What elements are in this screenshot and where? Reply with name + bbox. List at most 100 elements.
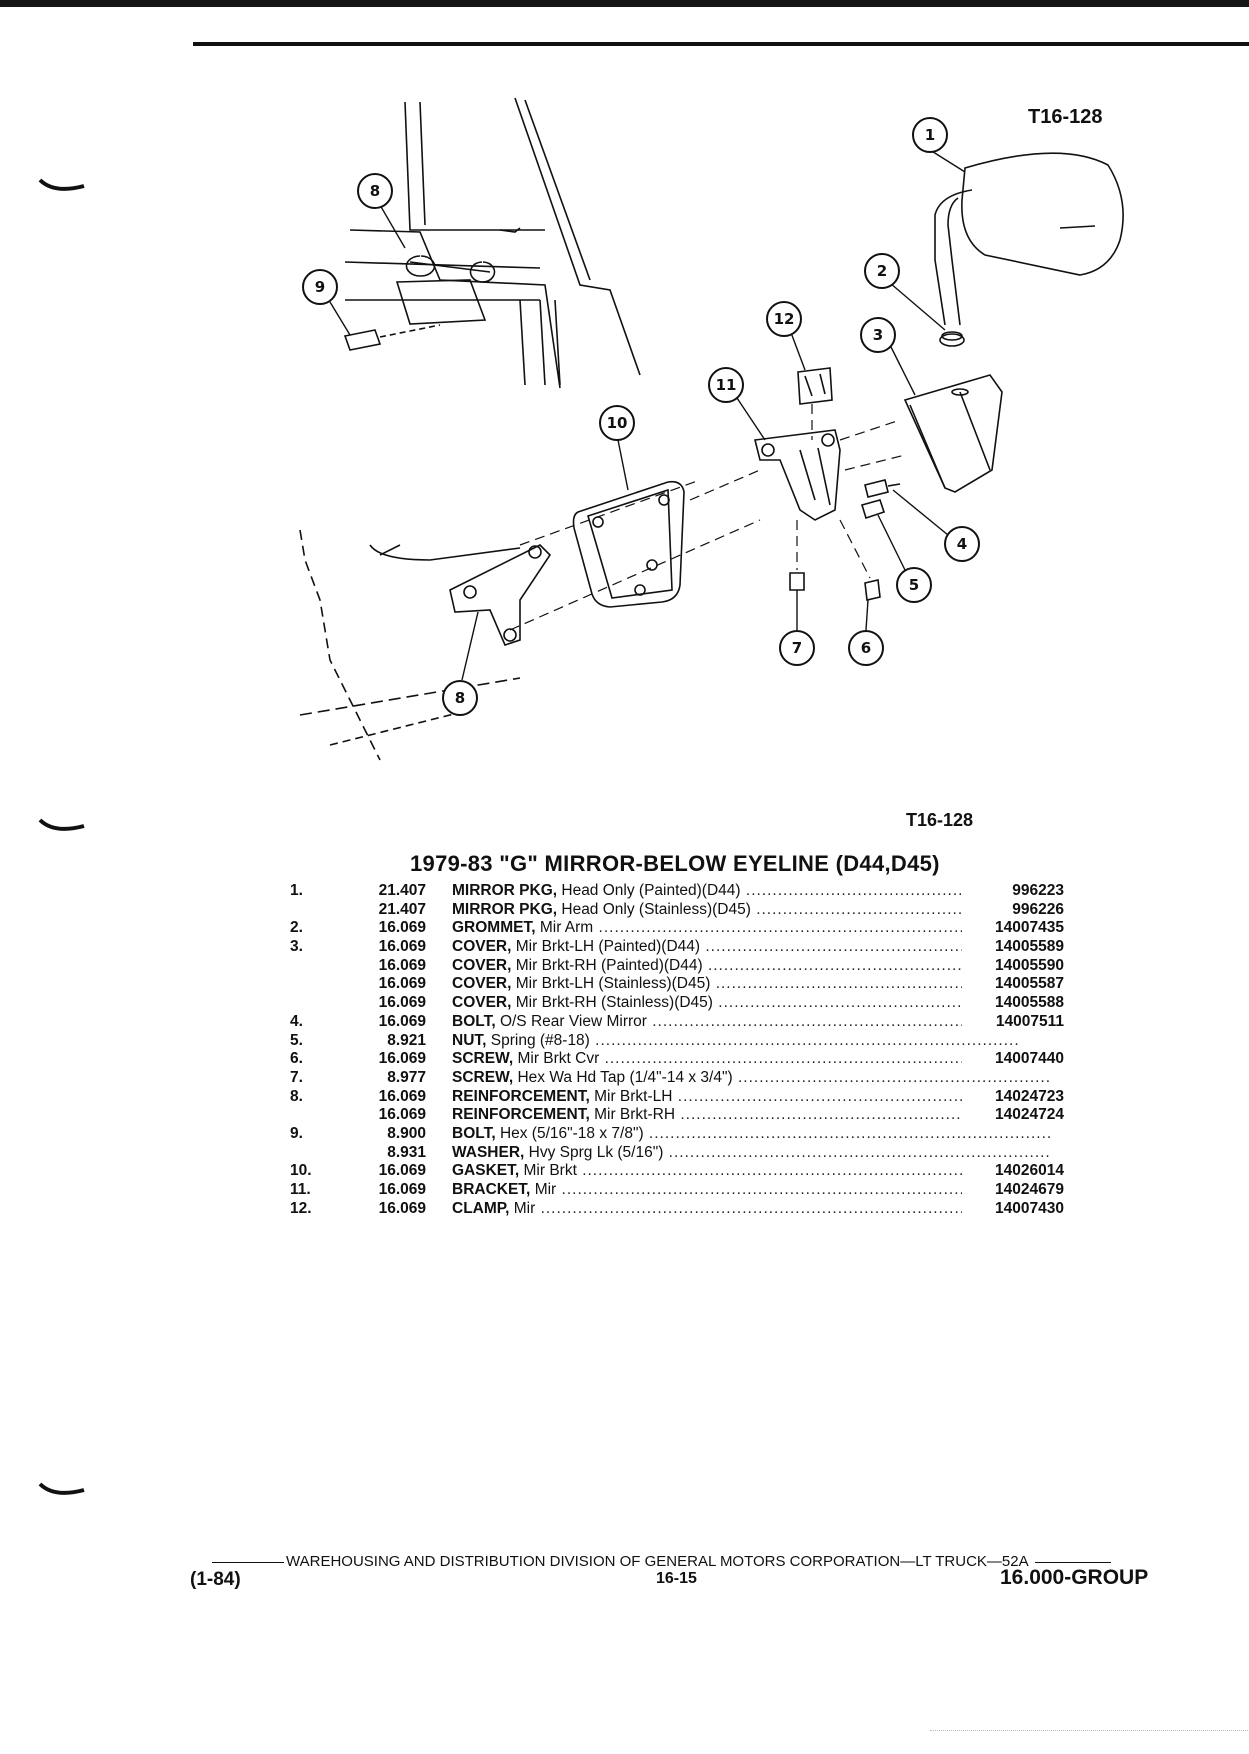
- part-group-number: 16.069: [378, 1162, 426, 1180]
- callout-11: 11: [708, 367, 744, 403]
- figure-code: T16-128: [1028, 106, 1103, 128]
- callout-8-top: 8: [357, 173, 393, 209]
- dot-leader: ........................................…: [599, 1050, 1030, 1068]
- part-number: 14007430: [962, 1199, 1064, 1218]
- revision-date: (1-84): [190, 1569, 241, 1590]
- part-name: COVER,: [452, 956, 512, 974]
- callout-1: 1: [912, 117, 948, 153]
- part-number: 14007435: [962, 919, 1064, 938]
- part-detail: Mir Brkt-RH (Painted)(D44): [515, 956, 703, 974]
- part-name: MIRROR PKG,: [452, 900, 558, 918]
- dot-leader: ........................................…: [589, 1031, 1020, 1049]
- svg-text:5: 5: [909, 576, 919, 594]
- part-detail: Mir Brkt-RH: [594, 1106, 676, 1124]
- part-detail: Mir Arm: [539, 919, 594, 937]
- part-name: REINFORCEMENT,: [452, 1087, 590, 1105]
- dot-leader: ........................................…: [593, 919, 1024, 937]
- page-number: 16-15: [656, 1570, 697, 1587]
- group-label: 16.000-GROUP: [1000, 1566, 1149, 1589]
- part-name: COVER,: [452, 994, 512, 1012]
- callout-3: 3: [860, 317, 896, 353]
- binder-hole-mark: [38, 1482, 85, 1495]
- part-group-number: 16.069: [378, 956, 426, 974]
- part-group-number: 16.069: [378, 1087, 426, 1105]
- part-detail: Spring (#8-18): [490, 1031, 590, 1049]
- part-detail: Head Only (Stainless)(D45): [561, 900, 751, 918]
- svg-text:10: 10: [607, 414, 628, 432]
- scan-top-edge: [0, 0, 1249, 7]
- door-frame-illustration: [344, 97, 641, 389]
- callout-12: 12: [766, 301, 802, 337]
- part-detail: Head Only (Painted)(D44): [561, 882, 741, 899]
- part-index: 8.: [290, 1087, 303, 1105]
- binder-hole-mark: [38, 178, 85, 191]
- part-name: COVER,: [452, 938, 512, 956]
- part-description: BOLT, Hex (5/16"-18 x 7/8") ............…: [452, 1125, 1052, 1143]
- scan-artifact: [930, 1730, 1249, 1731]
- part-index: 5.: [290, 1031, 303, 1049]
- part-number: 14024724: [962, 1106, 1064, 1125]
- bolt-9-illustration: [343, 324, 441, 351]
- part-name: SCREW,: [452, 1068, 514, 1086]
- callout-4: 4: [944, 526, 980, 562]
- part-description: REINFORCEMENT, Mir Brkt-LH .............…: [452, 1088, 1052, 1106]
- part-group-number: 16.069: [378, 1181, 426, 1198]
- part-number: 996226: [962, 900, 1064, 919]
- bolt-4-illustration: [864, 479, 901, 498]
- part-description: WASHER, Hvy Sprg Lk (5/16") ............…: [452, 1144, 1052, 1162]
- screw-6-illustration: [864, 579, 881, 601]
- dot-leader: ........................................…: [535, 1199, 966, 1217]
- part-number: 14007440: [962, 1050, 1064, 1069]
- svg-text:4: 4: [957, 535, 967, 553]
- part-detail: Mir: [534, 1181, 557, 1198]
- binder-hole-mark: [38, 818, 85, 831]
- callout-5: 5: [896, 567, 932, 603]
- footer-publisher-line: WAREHOUSING AND DISTRIBUTION DIVISION OF…: [212, 1553, 1166, 1570]
- body-lines-illustration: [299, 529, 521, 761]
- part-detail: Mir: [513, 1199, 536, 1217]
- cover-3-illustration: [903, 374, 1003, 493]
- part-detail: Mir Brkt Cvr: [517, 1050, 600, 1068]
- dot-leader: ........................................…: [556, 1181, 987, 1198]
- part-group-number: 16.069: [378, 975, 426, 993]
- part-index: 10.: [290, 1162, 312, 1180]
- part-description: CLAMP, Mir .............................…: [452, 1200, 1052, 1218]
- svg-text:11: 11: [716, 376, 737, 394]
- svg-text:9: 9: [315, 278, 325, 296]
- svg-text:3: 3: [873, 326, 883, 344]
- part-name: CLAMP,: [452, 1199, 510, 1217]
- part-name: BRACKET,: [452, 1181, 531, 1198]
- part-number: 14005589: [962, 938, 1064, 957]
- part-index: 3.: [290, 938, 303, 956]
- part-detail: Mir Brkt-RH (Stainless)(D45): [515, 994, 713, 1012]
- part-group-number: 16.069: [378, 1012, 426, 1030]
- part-group-number: 16.069: [378, 938, 426, 956]
- callout-9: 9: [302, 269, 338, 305]
- part-group-number: 16.069: [378, 1050, 426, 1068]
- part-number: 14005587: [962, 975, 1064, 994]
- part-name: WASHER,: [452, 1143, 525, 1161]
- part-number: 14024723: [962, 1087, 1064, 1106]
- svg-text:2: 2: [877, 262, 887, 280]
- svg-text:7: 7: [792, 639, 802, 657]
- part-group-number: 16.069: [378, 994, 426, 1012]
- part-description: GROMMET, Mir Arm .......................…: [452, 919, 1052, 937]
- part-index: 6.: [290, 1050, 303, 1068]
- part-index: 1.: [290, 882, 303, 899]
- svg-text:8: 8: [455, 689, 465, 707]
- part-name: GROMMET,: [452, 919, 536, 937]
- part-detail: Mir Brkt-LH (Painted)(D44): [515, 938, 701, 956]
- part-row: 3. 16.069 COVER, Mir Brkt-LH (Painted)(D44…: [270, 938, 1070, 957]
- callout-10: 10: [599, 405, 635, 441]
- svg-text:12: 12: [774, 310, 795, 328]
- callout-8-bottom: 8: [442, 680, 478, 716]
- part-number: 14007511: [962, 1012, 1064, 1031]
